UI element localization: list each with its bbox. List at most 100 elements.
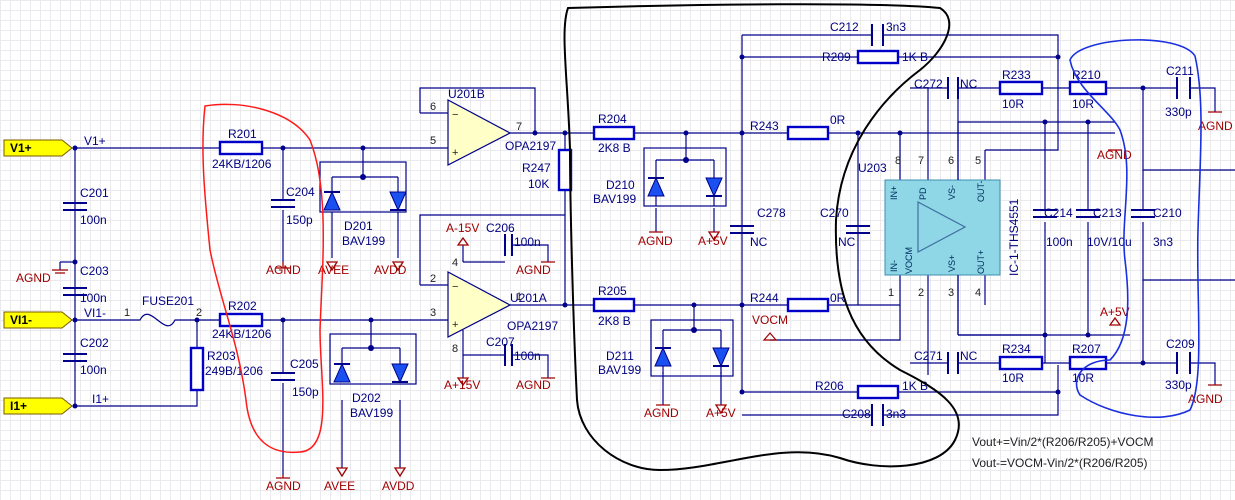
- c271-value: NC: [960, 349, 978, 363]
- r207-ref: R207: [1072, 342, 1101, 356]
- u201a-pin2: 2: [430, 273, 436, 285]
- c208-body: [871, 404, 884, 426]
- c206-body: [504, 234, 513, 256]
- u201b-pin6: 6: [430, 101, 436, 113]
- r203-ref: R203: [207, 349, 236, 363]
- c206-value: 100n: [514, 235, 541, 249]
- u201b-ref: U201B: [448, 87, 485, 101]
- r243-value: 0R: [830, 113, 846, 127]
- pwr-agnd-1: AGND: [16, 271, 51, 285]
- net-label-vi1m: VI1-: [84, 306, 106, 320]
- c207-body: [504, 344, 513, 366]
- r206-ref: R206: [815, 379, 844, 393]
- vocm-arrow: [762, 332, 778, 341]
- port-i1p: [3, 397, 73, 415]
- c209-value: 330p: [1165, 378, 1192, 392]
- ths-part: IC-1-THS4551: [1007, 198, 1021, 276]
- c203-ref: C203: [80, 264, 109, 278]
- vocm-net-label: VOCM: [752, 313, 788, 327]
- d202-symbol: [329, 333, 417, 385]
- u201a-pin1: 1: [516, 291, 522, 303]
- ths-pin4: 4: [975, 287, 981, 299]
- r210-value: 10R: [1072, 97, 1094, 111]
- c211-value: 330p: [1165, 105, 1192, 119]
- r233-value: 10R: [1002, 97, 1024, 111]
- c210-ref: C210: [1153, 206, 1182, 220]
- c272-body: [947, 77, 959, 99]
- d210-value: BAV199: [593, 192, 636, 206]
- r201-ref: R201: [228, 127, 257, 141]
- c213-value: 10V/10u: [1087, 235, 1132, 249]
- port-vi1m-label: VI1-: [10, 313, 32, 327]
- d210-ref: D210: [606, 178, 635, 192]
- r234-value: 10R: [1002, 371, 1024, 385]
- svg-text:−: −: [452, 281, 458, 293]
- u201a-pin3: 3: [430, 307, 436, 319]
- c214-body: [1033, 209, 1057, 218]
- u201b-pin5: 5: [430, 135, 436, 147]
- ths-pin-vs-top: VS-: [947, 185, 957, 200]
- ths-pin1: 1: [888, 287, 894, 299]
- ths-pin2: 2: [918, 287, 924, 299]
- r205-value: 2K8 B: [598, 314, 631, 328]
- c204-ref: C204: [286, 185, 315, 199]
- c278-value: NC: [750, 235, 768, 249]
- pwr-avdd-1: AVDD: [374, 263, 407, 277]
- ths-pin6: 6: [948, 155, 954, 167]
- c272-value: NC: [960, 77, 978, 91]
- pwr-agnd-6: AGND: [638, 234, 673, 248]
- u201a-pin8: 8: [452, 343, 458, 355]
- r204-ref: R204: [598, 112, 627, 126]
- ths-pin-vocm: VOCM: [904, 247, 914, 274]
- net-label-i1p: I1+: [92, 392, 109, 406]
- fuse-pin2: 2: [196, 307, 202, 319]
- c205-value: 150p: [292, 385, 319, 399]
- r244-value: 0R: [830, 291, 846, 305]
- svg-text:−: −: [452, 109, 458, 121]
- c213-ref: C213: [1093, 206, 1122, 220]
- c270-body: [846, 225, 870, 234]
- c208-value: 3n3: [886, 407, 906, 421]
- r203-body: [189, 346, 205, 392]
- pwr-avee-1: AVEE: [318, 263, 349, 277]
- c271-body: [947, 352, 959, 374]
- c209-ref: C209: [1166, 337, 1195, 351]
- ths-pin-pd: PD: [918, 187, 928, 200]
- ths-pin-inp: IN+: [889, 186, 899, 200]
- r244-ref: R244: [750, 291, 779, 305]
- power-symbols: [52, 111, 1222, 479]
- d201-ref: D201: [344, 219, 373, 233]
- pwr-avdd-2: AVDD: [382, 479, 415, 493]
- formula-vout-minus: Vout-=VOCM-Vin/2*(R206/R205): [972, 456, 1148, 470]
- r247-value: 10K: [528, 177, 549, 191]
- fuse-symbol: [125, 313, 192, 327]
- c211-ref: C211: [1166, 64, 1194, 78]
- r201-body: [218, 140, 264, 156]
- port-v1p-label: V1+: [10, 141, 32, 155]
- pwr-agnd-2: AGND: [266, 263, 301, 277]
- r234-ref: R234: [1002, 342, 1031, 356]
- c207-ref: C207: [486, 335, 515, 349]
- u201a-opamp: − +: [447, 271, 512, 338]
- ths-pin3: 3: [948, 287, 954, 299]
- c211-body: [1176, 77, 1191, 99]
- c207-value: 100n: [514, 349, 541, 363]
- r204-body: [592, 125, 636, 141]
- c212-ref: C212: [830, 20, 859, 34]
- u201a-pin4: 4: [452, 257, 458, 269]
- d201-symbol: [319, 161, 407, 213]
- r206-value: 1K B: [902, 379, 928, 393]
- d202-ref: D202: [352, 391, 381, 405]
- d211-ref: D211: [606, 349, 634, 363]
- c213-body: [1076, 209, 1100, 218]
- c270-ref: C270: [820, 206, 849, 220]
- c205-ref: C205: [290, 357, 319, 371]
- c202-ref: C202: [80, 336, 109, 350]
- ths-pin-inm: IN-: [889, 260, 899, 272]
- c203-value: 100n: [80, 291, 107, 305]
- black-outline: [563, 3, 960, 472]
- ths-pin-vsp: VS+: [947, 255, 957, 272]
- ths-pin5: 5: [975, 155, 981, 167]
- pwr-agnd-8: AGND: [1097, 148, 1132, 162]
- c271-ref: C271: [914, 349, 943, 363]
